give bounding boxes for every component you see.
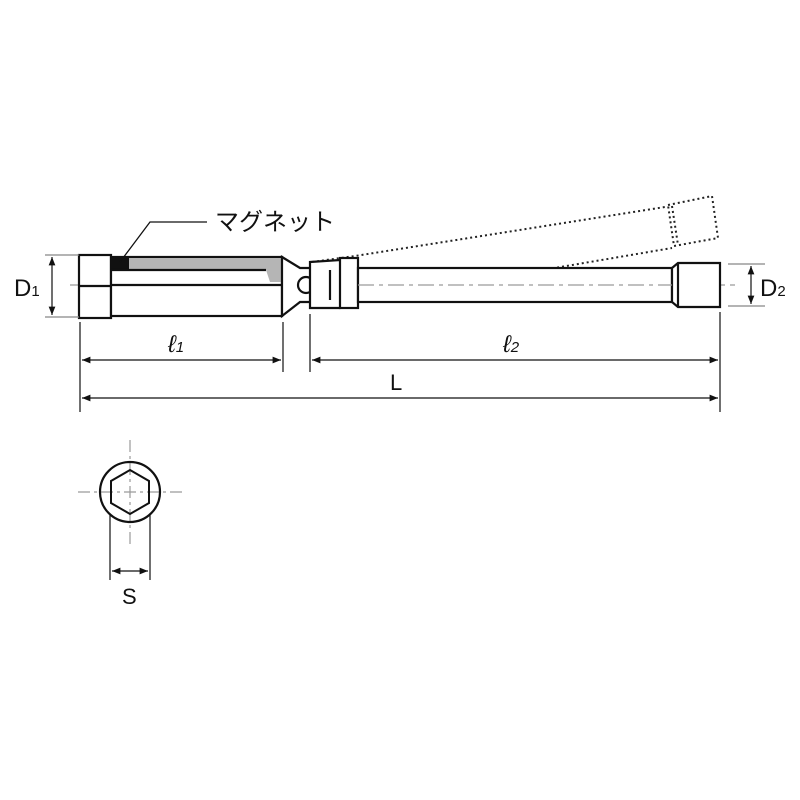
- l2-label: ℓ2: [502, 331, 520, 358]
- s-label: S: [122, 584, 137, 609]
- universal-joint: [280, 255, 360, 319]
- dimension-d1: [45, 254, 79, 318]
- hex-end-view: [78, 440, 182, 545]
- l1-label: ℓ1: [167, 331, 184, 358]
- d1-label: D1: [14, 275, 40, 302]
- magnet-label: マグネット: [215, 209, 335, 236]
- d2-label: D2: [760, 275, 786, 302]
- dimension-s: [109, 515, 151, 580]
- magnet-leader-line: [119, 221, 207, 263]
- length-dimensions: [79, 312, 721, 412]
- dimension-d2: [728, 263, 765, 307]
- total-length-label: L: [390, 370, 402, 395]
- magnet: [111, 258, 129, 270]
- magnet-socket: [77, 253, 284, 320]
